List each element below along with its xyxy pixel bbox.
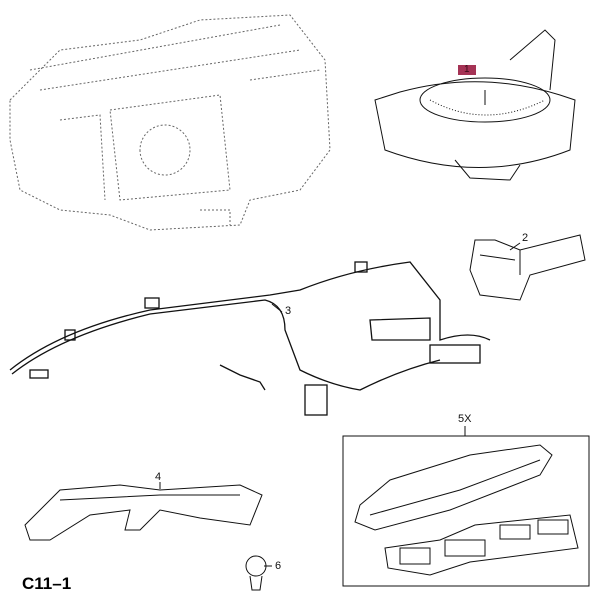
blower-motor-resistor[interactable] (469, 234, 586, 301)
leader-lines (159, 242, 521, 567)
callout-2[interactable]: 2 (522, 232, 529, 244)
callout-4[interactable]: 4 (155, 471, 162, 483)
callout-1-highlighted[interactable]: 1 (458, 65, 476, 75)
air-duct[interactable] (24, 484, 263, 541)
blower-motor[interactable] (374, 29, 576, 181)
diagram-code: C11–1 (22, 574, 72, 593)
callout-6[interactable]: 6 (275, 560, 282, 572)
callout-5x[interactable]: 5X (458, 413, 472, 425)
callout-3[interactable]: 3 (285, 305, 292, 317)
wiring-harness[interactable] (9, 261, 491, 416)
clip[interactable] (245, 555, 267, 591)
filter-seal-set-box[interactable] (342, 426, 590, 587)
hvac-module-reference (9, 14, 331, 231)
